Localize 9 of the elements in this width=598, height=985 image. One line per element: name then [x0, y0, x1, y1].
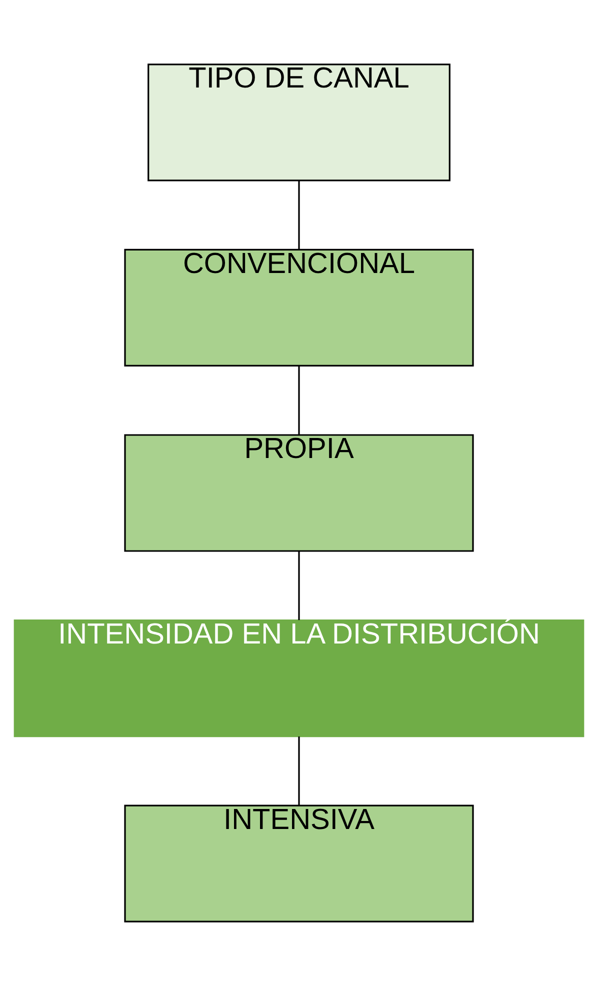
connector — [298, 550, 300, 620]
connector — [298, 736, 300, 805]
node-box: INTENSIVA — [124, 804, 474, 922]
node-box: TIPO DE CANAL — [148, 63, 450, 181]
node-box: PROPIA — [124, 434, 474, 552]
connector — [298, 180, 300, 250]
node-box: CONVENCIONAL — [124, 248, 474, 366]
node-box: INTENSIDAD EN LA DISTRIBUCIÓN — [14, 618, 584, 737]
connector — [298, 365, 300, 434]
